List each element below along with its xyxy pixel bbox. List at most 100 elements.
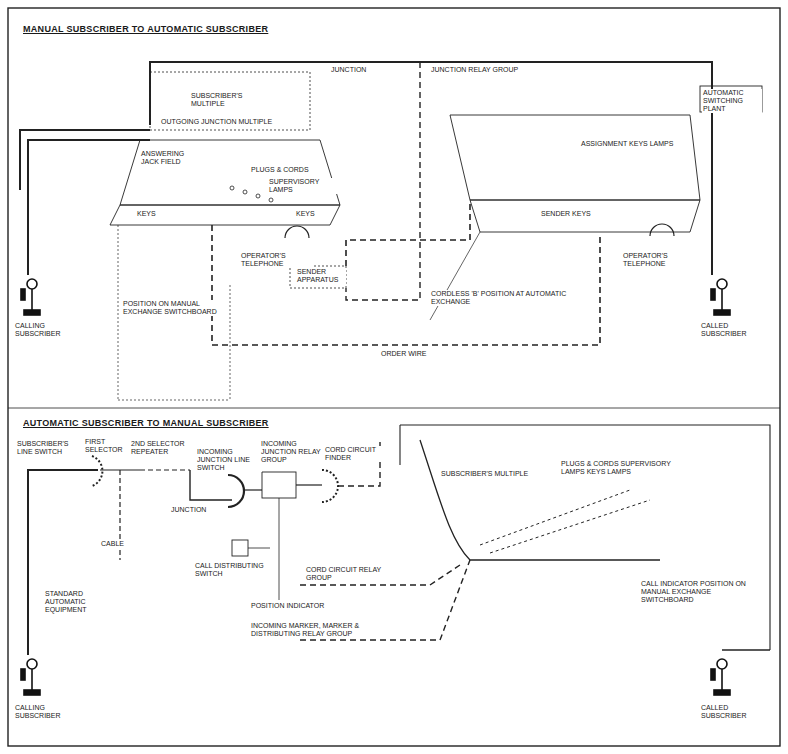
position-outline	[118, 225, 119, 400]
subscriber-line	[28, 470, 98, 655]
sender-box	[290, 266, 346, 288]
order-wire	[212, 225, 600, 345]
mouthpiece	[717, 659, 727, 669]
line-switch	[92, 456, 102, 486]
position-outline	[430, 232, 480, 320]
cord-finder	[322, 470, 338, 502]
part-label: SENDER KEYS	[540, 210, 592, 218]
distributing-switch-box	[232, 540, 248, 556]
sender-junction	[346, 62, 420, 300]
receiver	[21, 289, 25, 300]
b-position-face	[450, 115, 700, 200]
plug	[256, 194, 260, 198]
switchboard-shelf	[110, 205, 340, 225]
part-label: SUBSCRIBER'S LINE SWITCH	[16, 440, 78, 456]
part-label: SUPERVISORY LAMPS	[268, 178, 340, 194]
telephone-symbol	[711, 279, 730, 315]
subscriber-line	[20, 130, 150, 190]
subscriber-line	[28, 140, 150, 275]
part-label: 2ND SELECTOR REPEATER	[130, 440, 188, 456]
subscriber-line	[722, 649, 770, 650]
junction-line	[150, 62, 712, 275]
part-label: SUBSCRIBER'S MULTIPLE	[440, 470, 529, 478]
part-label: OPERATOR'S TELEPHONE	[240, 252, 312, 268]
wire	[140, 469, 190, 470]
telephone-symbol	[21, 279, 40, 315]
telephone-symbol	[21, 659, 40, 695]
receiver	[711, 289, 715, 300]
wire	[244, 489, 262, 490]
telephone-symbol	[711, 659, 730, 695]
part-label: KEYS	[136, 210, 157, 218]
part-label: OUTGOING JUNCTION MULTIPLE	[160, 118, 273, 126]
part-label: JUNCTION	[170, 506, 207, 514]
key-row	[490, 500, 650, 553]
part-label: STANDARD AUTOMATIC EQUIPMENT	[44, 590, 116, 614]
part-label: SENDER APPARATUS	[296, 268, 346, 284]
multiple-outline	[399, 425, 400, 465]
part-label: PLUGS & CORDS	[250, 166, 310, 174]
multiple-outline	[400, 425, 770, 650]
mouthpiece	[27, 659, 37, 669]
relay-group-box	[262, 472, 296, 498]
base	[24, 690, 40, 695]
plug	[243, 190, 247, 194]
sender-lead	[346, 200, 470, 266]
section-heading: AUTOMATIC SUBSCRIBER TO MANUAL SUBSCRIBE…	[22, 418, 270, 428]
stem	[31, 289, 33, 310]
part-label: JUNCTION RELAY GROUP	[430, 66, 519, 74]
section-divider	[8, 408, 780, 409]
stem	[31, 669, 33, 690]
base	[24, 310, 40, 315]
part-label: JUNCTION	[330, 66, 367, 74]
subscriber-label: CALLING SUBSCRIBER	[14, 704, 76, 720]
part-label: POSITION ON MANUAL EXCHANGE SWITCHBOARD	[122, 300, 224, 316]
receiver	[711, 669, 715, 680]
base	[714, 310, 730, 315]
multiple-panel	[150, 72, 310, 130]
wire	[279, 498, 280, 598]
part-label: INCOMING JUNCTION LINE SWITCH	[196, 448, 262, 472]
part-label: CALL INDICATOR POSITION ON MANUAL EXCHAN…	[640, 580, 762, 604]
wire	[248, 548, 270, 549]
part-label: INCOMING MARKER, MARKER & DISTRIBUTING R…	[250, 622, 362, 638]
part-label: ANSWERING JACK FIELD	[140, 150, 202, 166]
part-label: INCOMING JUNCTION RELAY GROUP	[260, 440, 322, 464]
subscriber-label: CALLED SUBSCRIBER	[700, 322, 762, 338]
part-label: POSITION INDICATOR	[250, 602, 325, 610]
stem	[721, 669, 723, 690]
subscriber-label: CALLED SUBSCRIBER	[700, 704, 762, 720]
part-label: SUBSCRIBER'S MULTIPLE	[190, 92, 272, 108]
plug	[269, 198, 273, 202]
mouthpiece	[717, 279, 727, 289]
part-label: OPERATOR'S TELEPHONE	[622, 252, 698, 268]
incoming-line-switch	[228, 475, 244, 507]
operator-headset	[650, 224, 674, 236]
part-label: PLUGS & CORDS SUPERVISORY LAMPS KEYS LAM…	[560, 460, 672, 476]
base	[714, 690, 730, 695]
operator-headset	[285, 226, 309, 238]
wire	[279, 598, 280, 600]
subscriber-label: CALLING SUBSCRIBER	[14, 322, 76, 338]
part-label: ORDER WIRE	[380, 350, 428, 358]
part-label: CORD CIRCUIT RELAY GROUP	[305, 566, 397, 582]
plug-row	[230, 186, 273, 202]
switchboard-face	[120, 140, 340, 205]
part-label: CORD CIRCUIT FINDER	[324, 446, 382, 462]
position-outline	[118, 400, 230, 401]
stem	[721, 289, 723, 310]
lamp-row	[480, 490, 630, 545]
junction-line	[190, 470, 232, 500]
receiver	[21, 669, 25, 680]
plug	[230, 186, 234, 190]
wire	[296, 484, 322, 485]
part-label: CORDLESS 'B' POSITION AT AUTOMATIC EXCHA…	[430, 290, 592, 306]
relay-link	[300, 565, 460, 585]
board-face	[420, 440, 660, 560]
part-label: AUTOMATIC SWITCHING PLANT	[702, 89, 762, 113]
outer-frame	[8, 8, 780, 746]
position-outline	[230, 285, 231, 400]
section-heading: MANUAL SUBSCRIBER TO AUTOMATIC SUBSCRIBE…	[22, 24, 269, 34]
part-label: ASSIGNMENT KEYS LAMPS	[580, 140, 674, 148]
